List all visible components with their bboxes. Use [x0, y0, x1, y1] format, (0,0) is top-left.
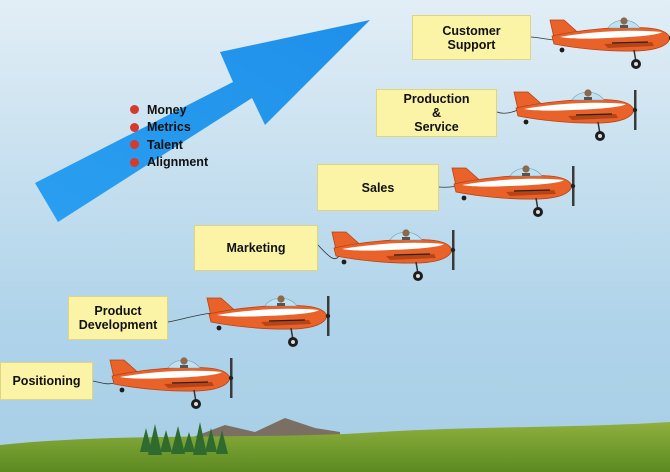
tow-ropes [92, 36, 557, 385]
bullet-dot [130, 157, 139, 167]
list-item: Metrics [130, 119, 208, 137]
resource-list: Money Metrics Talent Alignment [130, 101, 208, 171]
pine-trees [140, 422, 228, 455]
banner-customer-support: Customer Support [412, 15, 531, 60]
list-item: Alignment [130, 154, 208, 172]
list-item-label: Alignment [147, 155, 209, 170]
bullet-dot [130, 140, 139, 150]
list-item-label: Money [147, 102, 187, 117]
list-item: Talent [130, 136, 208, 154]
airplane-product-development [206, 294, 331, 348]
airplane-positioning [109, 356, 234, 410]
growth-arrow [35, 20, 370, 222]
banner-product-development: Product Development [68, 296, 168, 340]
airplane-production-service [513, 88, 638, 142]
banner-sales: Sales [317, 164, 439, 211]
bullet-dot [130, 105, 139, 115]
list-item: Money [130, 101, 208, 119]
banner-marketing: Marketing [194, 225, 318, 271]
airplane-sales [451, 164, 576, 218]
airplane-customer-support [549, 16, 670, 70]
airplane-marketing [331, 228, 456, 282]
grass-field [0, 422, 670, 472]
banner-positioning: Positioning [0, 362, 93, 400]
banner-production-service: Production & Service [376, 89, 497, 137]
list-item-label: Metrics [147, 120, 191, 135]
bullet-dot [130, 122, 139, 132]
list-item-label: Talent [147, 137, 183, 152]
